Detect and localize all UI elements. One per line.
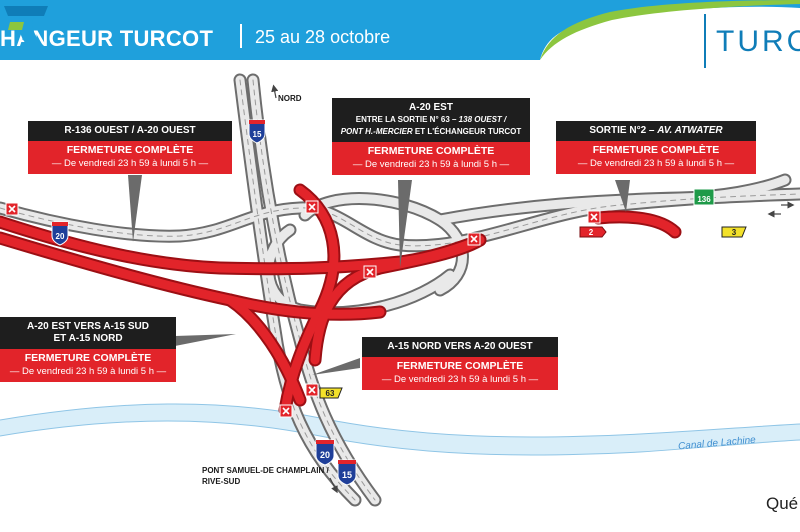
callout-a20-est: A-20 EST ENTRE LA SORTIE N° 63 – 138 OUE… xyxy=(332,98,530,175)
closure-period: — De vendredi 23 h 59 à lundi 5 h — xyxy=(381,374,539,385)
svg-text:20: 20 xyxy=(320,450,330,460)
canal-water xyxy=(0,403,800,455)
callout-heading: R-136 OUEST / A-20 OUEST xyxy=(28,121,232,141)
closure-x-icon xyxy=(279,404,293,418)
turcot-logo-icon xyxy=(4,6,48,46)
logo-wordmark: TURCO xyxy=(716,25,800,58)
closed-roads xyxy=(0,183,682,417)
canal-edge-bottom xyxy=(0,420,800,456)
svg-text:15: 15 xyxy=(253,130,262,139)
callout-body: FERMETURE COMPLÈTE — De vendredi 23 h 59… xyxy=(332,142,530,175)
north-label: NORD xyxy=(278,94,302,103)
direction-arrows xyxy=(271,84,795,494)
callout-body: FERMETURE COMPLÈTE — De vendredi 23 h 59… xyxy=(556,141,756,174)
closure-period: — De vendredi 23 h 59 à lundi 5 h — xyxy=(51,158,209,169)
route-136-sign-icon: 136 xyxy=(693,188,715,206)
svg-text:15: 15 xyxy=(342,470,352,480)
callout-heading: A-15 NORD VERS A-20 OUEST xyxy=(362,337,558,357)
closure-period: — De vendredi 23 h 59 à lundi 5 h — xyxy=(577,158,735,169)
date-range: 25 au 28 octobre xyxy=(255,27,391,47)
closure-period: — De vendredi 23 h 59 à lundi 5 h — xyxy=(9,366,167,377)
callout-body: FERMETURE COMPLÈTE — De vendredi 23 h 59… xyxy=(0,349,176,382)
canal-edge-top xyxy=(0,403,800,438)
closure-x-icon xyxy=(305,383,319,397)
callout-heading: A-20 EST ENTRE LA SORTIE N° 63 – 138 OUE… xyxy=(332,98,530,142)
callout-title-line2: ET A-15 NORD xyxy=(53,333,123,344)
shield-20-bottom-icon: 20 xyxy=(315,439,335,466)
callout-sortie-2: SORTIE N°2 – AV. ATWATER FERMETURE COMPL… xyxy=(556,121,756,174)
callout-title: A-20 EST xyxy=(409,102,453,113)
svg-text:3: 3 xyxy=(732,228,737,237)
callout-a20-vers-a15: A-20 EST VERS A-15 SUD ET A-15 NORD FERM… xyxy=(0,317,176,382)
closure-status: FERMETURE COMPLÈTE xyxy=(367,145,495,157)
title-separator xyxy=(240,24,242,48)
shield-20-left-icon: 20 xyxy=(51,221,69,246)
pont-label-line2: RIVE-SUD xyxy=(202,477,241,486)
callout-body: FERMETURE COMPLÈTE — De vendredi 23 h 59… xyxy=(362,357,558,390)
closure-period: — De vendredi 23 h 59 à lundi 5 h — xyxy=(352,159,510,170)
svg-text:63: 63 xyxy=(326,389,335,398)
closure-status: FERMETURE COMPLÈTE xyxy=(592,144,720,156)
logo-divider xyxy=(704,14,706,68)
closure-status: FERMETURE COMPLÈTE xyxy=(24,352,152,364)
closure-x-icon xyxy=(587,210,601,224)
closure-x-icon xyxy=(467,232,481,246)
header-banner: HANGEUR TURCOT 25 au 28 octobre TURCO xyxy=(0,0,800,80)
closure-status: FERMETURE COMPLÈTE xyxy=(66,144,194,156)
quebec-wordmark: Qué xyxy=(766,494,799,513)
closure-x-icon xyxy=(5,202,19,216)
callout-pointers xyxy=(128,175,630,375)
closure-markers xyxy=(5,200,601,418)
callout-heading: SORTIE N°2 – AV. ATWATER xyxy=(556,121,756,141)
callout-body: FERMETURE COMPLÈTE — De vendredi 23 h 59… xyxy=(28,141,232,174)
pont-label-line1: PONT SAMUEL-DE CHAMPLAIN / xyxy=(202,466,329,475)
open-roads xyxy=(0,73,800,507)
callout-a15-nord: A-15 NORD VERS A-20 OUEST FERMETURE COMP… xyxy=(362,337,558,390)
callout-r136-ouest: R-136 OUEST / A-20 OUEST FERMETURE COMPL… xyxy=(28,121,232,174)
svg-text:2: 2 xyxy=(589,228,594,237)
exit-2-tag-icon: 2 xyxy=(579,226,607,238)
exit-63-tag-icon: 63 xyxy=(319,387,343,399)
callout-heading: A-20 EST VERS A-15 SUD ET A-15 NORD xyxy=(0,317,176,349)
closure-status: FERMETURE COMPLÈTE xyxy=(396,360,524,372)
closure-x-icon xyxy=(305,200,319,214)
callout-detail-1: ENTRE LA SORTIE N° 63 – 138 OUEST / xyxy=(355,115,507,124)
svg-text:136: 136 xyxy=(697,195,711,204)
svg-text:20: 20 xyxy=(56,232,65,241)
callout-title-line1: A-20 EST VERS A-15 SUD xyxy=(27,321,149,332)
banner-shape xyxy=(0,0,800,60)
exit-3-tag-icon: 3 xyxy=(721,226,747,238)
shield-15-top-icon: 15 xyxy=(248,119,266,144)
closure-x-icon xyxy=(363,265,377,279)
callout-detail-2: PONT H.-MERCIER ET L'ÉCHANGEUR TURCOT xyxy=(340,127,522,136)
shield-15-bottom-icon: 15 xyxy=(337,459,357,486)
